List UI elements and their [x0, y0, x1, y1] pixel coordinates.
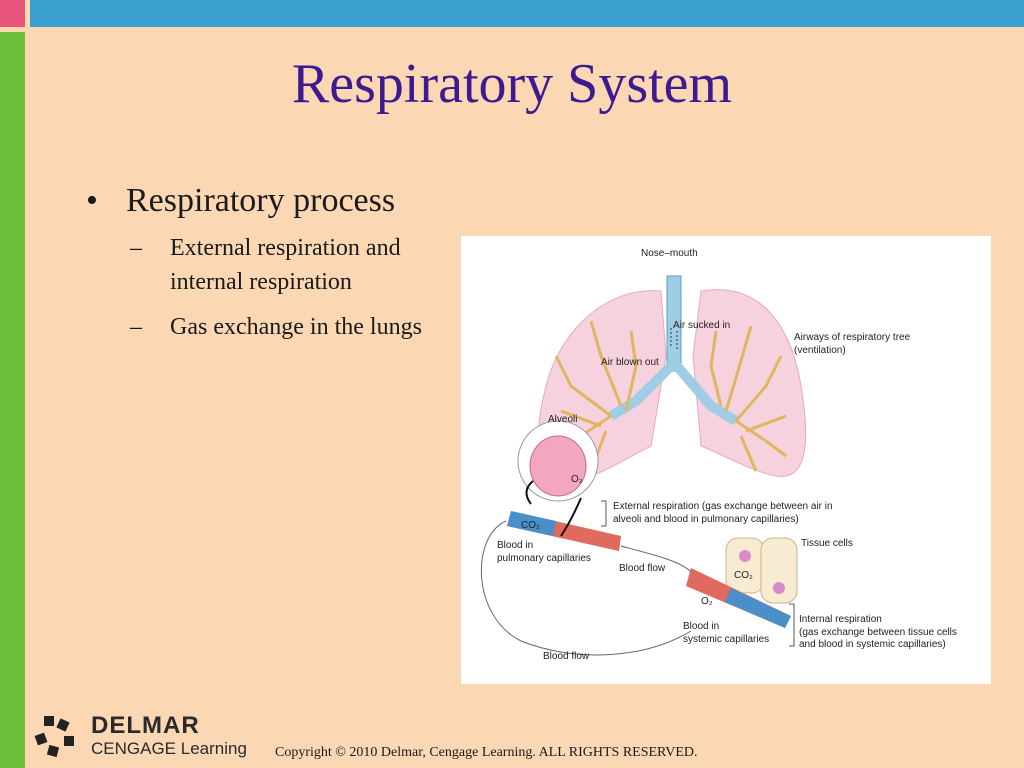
bullet-text: Respiratory process — [126, 182, 396, 219]
copyright-text: Copyright © 2010 Delmar, Cengage Learnin… — [275, 745, 698, 760]
label-tissue-cells: Tissue cells — [801, 538, 853, 549]
corner-accent — [0, 0, 25, 27]
diagram-svg: Nose–mouth Air sucked in Air blown out A… — [480, 248, 957, 662]
label-blood-pulmonary-2: pulmonary capillaries — [497, 553, 591, 564]
label-internal-1: Internal respiration — [799, 614, 882, 625]
bronchi-shape — [608, 362, 739, 426]
pulmonary-capillary-blue — [507, 511, 556, 536]
sub-bullet-text: External respiration and internal respir… — [170, 235, 401, 295]
label-o2-alveoli: O₂ — [571, 474, 583, 485]
label-alveoli: Alveoli — [548, 414, 577, 425]
slide-title: Respiratory System — [291, 53, 733, 115]
label-air-sucked-in: Air sucked in — [673, 320, 730, 331]
sub-bullet-item: – Gas exchange in the lungs — [130, 311, 456, 345]
label-nose-mouth: Nose–mouth — [641, 248, 698, 259]
label-air-blown-out: Air blown out — [601, 357, 659, 368]
cell-nucleus — [773, 582, 785, 594]
label-blood-systemic-1: Blood in — [683, 621, 719, 632]
logo-mark-icon — [34, 714, 80, 758]
label-internal-3: and blood in systemic capillaries) — [799, 639, 946, 650]
blood-flow-loop — [480, 520, 692, 656]
label-co2-tissue: CO₂ — [734, 570, 753, 581]
logo-brand-top: DELMAR — [91, 712, 200, 739]
tissue-cell — [725, 537, 765, 594]
o2-arrow — [560, 497, 582, 537]
bullet-item: • Respiratory process — [86, 182, 456, 220]
bullet-dot: • — [86, 182, 98, 219]
label-internal-2: (gas exchange between tissue cells — [799, 627, 957, 638]
cell-nucleus — [739, 550, 751, 562]
label-blood-flow-top: Blood flow — [619, 563, 666, 574]
label-external-1: External respiration (gas exchange betwe… — [613, 501, 833, 512]
label-o2-tissue: O₂ — [701, 596, 713, 607]
label-co2-pulmonary: CO₂ — [521, 520, 540, 531]
sub-bullet-text: Gas exchange in the lungs — [170, 314, 422, 341]
co2-arrow — [525, 480, 534, 505]
systemic-capillary-blue — [725, 588, 791, 628]
right-lung-shape — [692, 289, 807, 477]
blood-flow-arrow — [620, 545, 692, 573]
bullet-list: • Respiratory process – External respira… — [86, 182, 456, 345]
label-blood-flow-bottom: Blood flow — [543, 651, 590, 662]
internal-bracket — [789, 603, 795, 647]
logo-brand-bottom: CENGAGE Learning — [91, 739, 247, 758]
label-external-2: alveoli and blood in pulmonary capillari… — [613, 514, 799, 525]
sub-bullet-dash: – — [130, 235, 142, 261]
top-band — [30, 0, 1024, 27]
respiration-diagram: Nose–mouth Air sucked in Air blown out A… — [461, 236, 991, 684]
sub-bullet-item: – External respiration and internal resp… — [130, 232, 456, 299]
left-band — [0, 32, 25, 768]
label-airways-2: (ventilation) — [794, 345, 846, 356]
label-blood-systemic-2: systemic capillaries — [683, 634, 769, 645]
delmar-cengage-logo: DELMAR CENGAGE Learning — [34, 712, 276, 762]
external-bracket — [601, 500, 607, 527]
sub-bullet-dash: – — [130, 314, 142, 341]
alveoli-cluster — [529, 435, 587, 497]
tissue-cell — [760, 537, 798, 604]
label-airways-1: Airways of respiratory tree — [794, 332, 911, 343]
label-blood-pulmonary-1: Blood in — [497, 540, 533, 551]
